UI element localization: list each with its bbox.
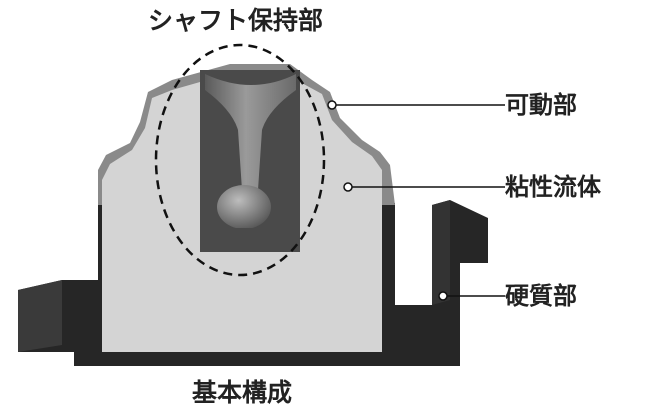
leader-dot-fluid: [343, 182, 353, 192]
viscous-fluid-label: 粘性流体: [505, 173, 601, 201]
shaft-ball: [217, 185, 271, 229]
shaft-cavity-floor: [200, 228, 300, 252]
viscous-fluid: [102, 82, 382, 352]
shaft-holder-highlight: [154, 43, 326, 277]
diagram-caption: 基本構成: [192, 378, 293, 407]
hard-part-rib: [432, 200, 450, 305]
hard-part-label: 硬質部: [505, 282, 577, 310]
shaft: [205, 74, 296, 190]
movable-part-label: 可動部: [505, 91, 577, 119]
leader-dot-hard: [438, 291, 448, 301]
leader-dot-movable: [327, 100, 337, 110]
shaft-holder-label: シャフト保持部: [148, 6, 324, 35]
hard-part-shading: [18, 280, 62, 352]
